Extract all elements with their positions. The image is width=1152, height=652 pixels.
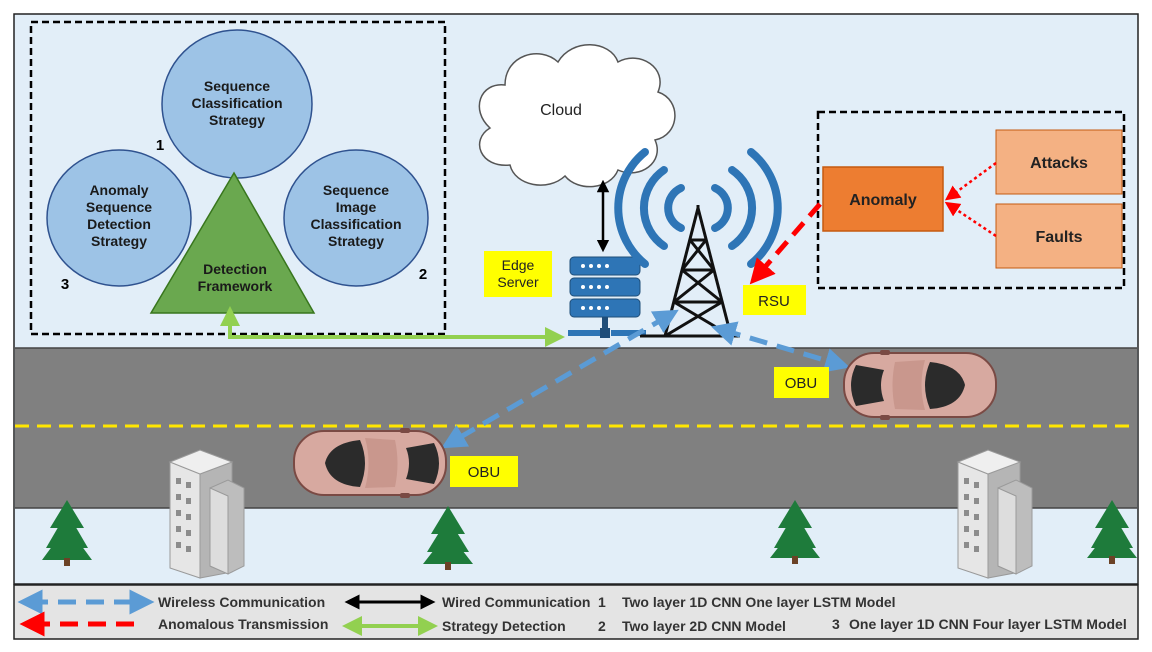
faults-node bbox=[995, 203, 1123, 269]
legend-model-1-number: 1 bbox=[598, 594, 606, 610]
wireless-link-rsu-obu-left bbox=[441, 309, 679, 449]
legend-box bbox=[13, 584, 1139, 640]
strategy-number-3: 3 bbox=[61, 276, 69, 293]
strategy-number-2: 2 bbox=[419, 266, 427, 283]
obu-right-label-box bbox=[774, 367, 829, 398]
legend-strategy-label: Strategy Detection bbox=[442, 618, 566, 634]
anomaly-node bbox=[822, 166, 944, 232]
rsu-label-box bbox=[743, 285, 806, 315]
tree-icon bbox=[423, 506, 473, 570]
legend-model-2-number: 2 bbox=[598, 618, 606, 634]
strategy-circle-right bbox=[283, 149, 429, 287]
legend-model-1-label: Two layer 1D CNN One layer LSTM Model bbox=[622, 594, 896, 610]
legend-anomalous-label: Anomalous Transmission bbox=[158, 616, 328, 632]
attacks-label: Attacks bbox=[1030, 155, 1088, 172]
legend-model-3-number: 3 bbox=[832, 616, 840, 632]
tree-icon bbox=[42, 500, 92, 566]
anomalous-transmission-arrow bbox=[749, 202, 822, 285]
rsu-signal-waves-icon bbox=[614, 148, 782, 268]
obu-right-label: OBU bbox=[785, 375, 818, 392]
legend-model-3-label: One layer 1D CNN Four layer LSTM Model bbox=[849, 616, 1127, 632]
edge-server-label-box bbox=[484, 251, 552, 297]
obu-left-label-box bbox=[450, 456, 518, 487]
strategy-number-1: 1 bbox=[156, 137, 164, 154]
building-right-icon bbox=[956, 449, 1033, 579]
anomaly-label: Anomaly bbox=[849, 192, 917, 209]
vehicle-right-icon bbox=[843, 350, 997, 420]
anomaly-sources-box bbox=[816, 110, 1126, 290]
building-left-icon bbox=[168, 449, 245, 579]
wireless-link-rsu-obu-right bbox=[711, 321, 850, 373]
legend-wireless-label: Wireless Communication bbox=[158, 594, 325, 610]
strategy-circle-left bbox=[46, 149, 192, 287]
obu-left-label: OBU bbox=[468, 464, 501, 481]
cloud-label: Cloud bbox=[540, 102, 582, 119]
vehicle-left-icon bbox=[293, 428, 447, 498]
faults-label: Faults bbox=[1035, 229, 1082, 246]
attacks-node bbox=[995, 129, 1123, 195]
tree-icon bbox=[1087, 500, 1137, 564]
legend-model-2-label: Two layer 2D CNN Model bbox=[622, 618, 786, 634]
tree-icon bbox=[770, 500, 820, 564]
legend-wired-label: Wired Communication bbox=[442, 594, 590, 610]
rsu-label: RSU bbox=[758, 293, 790, 310]
